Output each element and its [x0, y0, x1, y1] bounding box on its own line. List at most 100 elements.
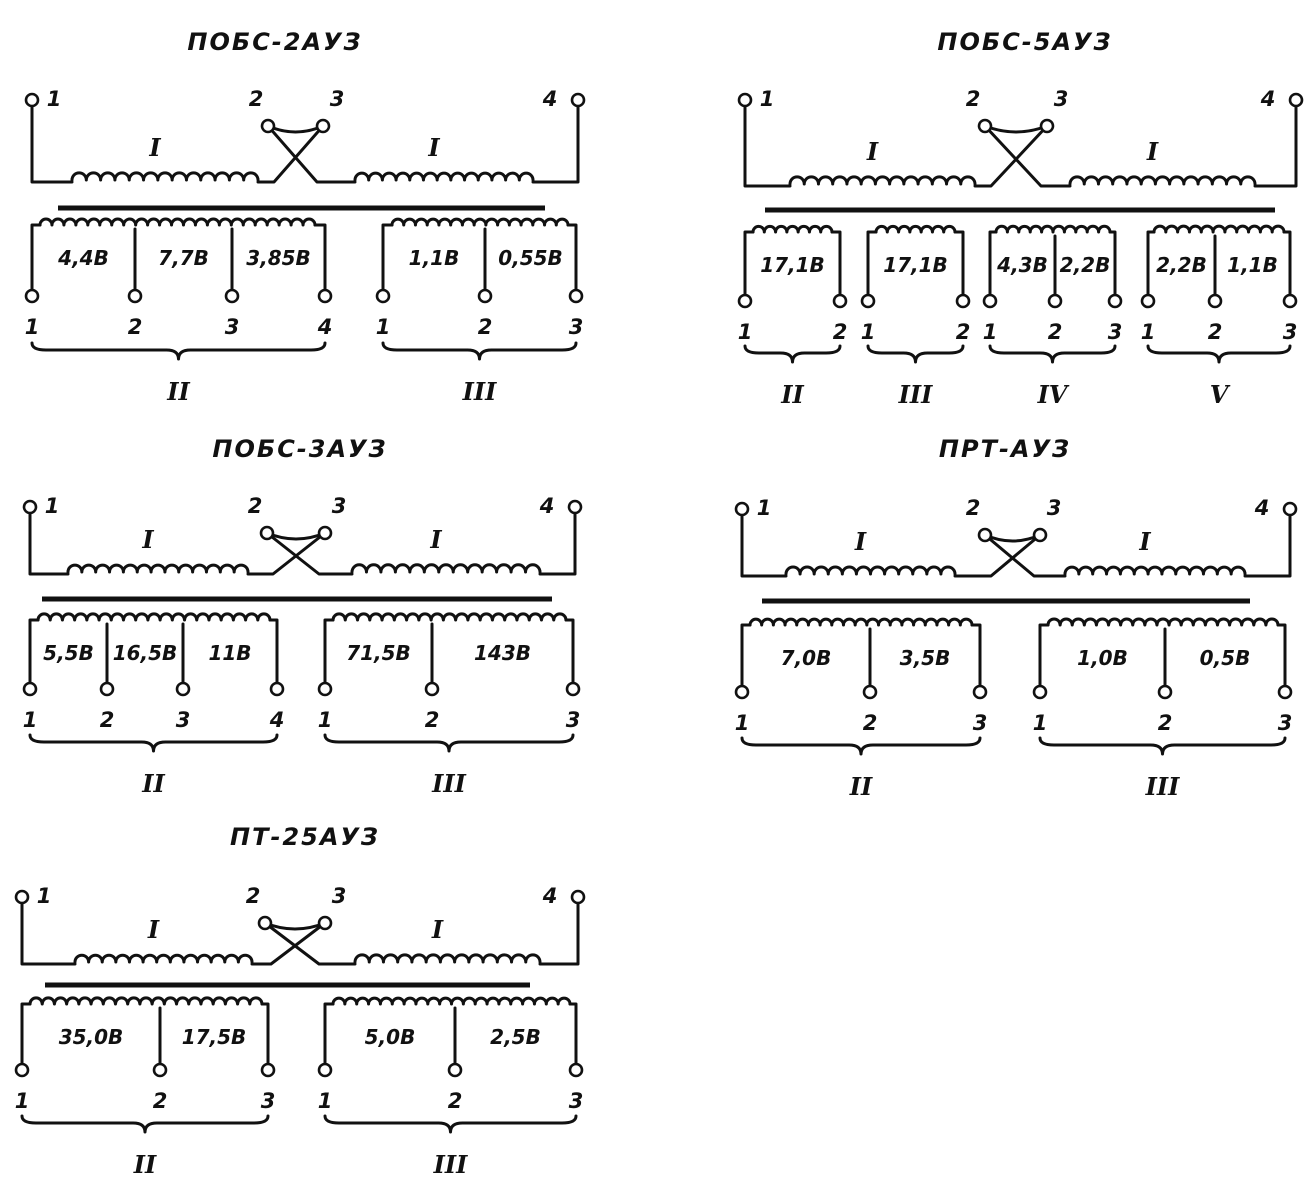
terminal-pin: [424, 681, 440, 697]
terminal-pin: [862, 684, 878, 700]
winding-brace: [866, 344, 965, 364]
terminal-pin: [14, 1062, 30, 1078]
secondary-terminal-label: 3: [569, 315, 584, 339]
winding-brace: [30, 341, 327, 361]
terminal-pin: [24, 288, 40, 304]
secondary-terminal-label: 3: [261, 1089, 276, 1113]
voltage-label: 17,1В: [760, 253, 825, 277]
crossover-line: [953, 533, 1042, 578]
primary-terminal-label: 2: [246, 884, 261, 908]
primary-terminal-label: 3: [1047, 496, 1062, 520]
secondary-terminal-label: 3: [1108, 320, 1123, 344]
primary-terminal-label: 2: [248, 494, 263, 518]
secondary-lead: [323, 1002, 335, 1065]
terminal-pin: [317, 1062, 333, 1078]
secondary-lead: [1038, 623, 1050, 687]
terminal-pin: [257, 915, 273, 931]
terminal-pin: [977, 527, 993, 543]
winding-brace: [988, 344, 1117, 364]
primary-terminal-label: 3: [332, 884, 347, 908]
winding-brace: [323, 1114, 578, 1134]
secondary-lead: [564, 618, 575, 684]
terminal-pin: [317, 915, 333, 931]
terminal-pin: [317, 525, 333, 541]
crossover-line: [250, 921, 327, 966]
winding-label: I: [429, 525, 442, 554]
terminal-pin: [734, 684, 750, 700]
terminal-pin: [1282, 293, 1298, 309]
primary-lead-left: [740, 513, 788, 578]
secondary-coil: [751, 224, 834, 234]
secondary-terminal-label: 2: [448, 1089, 463, 1113]
primary-terminal-label: 4: [539, 494, 555, 518]
winding-label: V: [1210, 380, 1231, 409]
secondary-terminal-label: 3: [973, 711, 988, 735]
winding-label: I: [854, 527, 867, 556]
diagram-title: ПРТ-АУЗ: [939, 435, 1071, 463]
winding-brace: [1146, 344, 1292, 364]
terminal-pin: [317, 681, 333, 697]
voltage-label: 0,5В: [1200, 646, 1251, 670]
primary-lead-left: [743, 104, 792, 188]
voltage-label: 143В: [474, 641, 531, 665]
primary-coil-left: [788, 175, 977, 186]
primary-terminal-label: 4: [1260, 87, 1276, 111]
terminal-pin: [22, 499, 38, 515]
primary-terminal-label: 3: [332, 494, 347, 518]
terminal-pin: [260, 118, 276, 134]
terminal-pin: [24, 92, 40, 108]
primary-terminal-label: 1: [45, 494, 60, 518]
voltage-label: 2,5В: [490, 1025, 541, 1049]
secondary-lead: [30, 223, 42, 291]
primary-coil-right: [353, 171, 535, 182]
secondary-lead: [28, 618, 40, 684]
primary-coil-right: [1068, 175, 1257, 186]
terminal-pin: [1157, 684, 1173, 700]
secondary-terminal-label: 4: [317, 315, 333, 339]
terminal-pin: [99, 681, 115, 697]
secondary-coil: [36, 612, 272, 622]
winding-label: I: [866, 137, 879, 166]
winding-label: I: [431, 915, 444, 944]
crossover-line: [256, 124, 325, 184]
secondary-coil: [331, 996, 572, 1006]
terminal-pin: [22, 681, 38, 697]
secondary-terminal-label: 3: [1283, 320, 1298, 344]
primary-coil-left: [70, 171, 260, 182]
terminal-pin: [224, 288, 240, 304]
winding-label: I: [147, 915, 160, 944]
terminal-pin: [1032, 684, 1048, 700]
winding-brace: [381, 341, 578, 361]
secondary-lead: [953, 230, 965, 296]
winding-label: I: [148, 133, 161, 162]
crossover-line: [266, 124, 357, 184]
secondary-lead: [970, 623, 982, 687]
winding-label: I: [427, 133, 440, 162]
terminal-pin: [977, 118, 993, 134]
voltage-label: 4,4В: [57, 246, 109, 270]
secondary-coil: [28, 996, 264, 1006]
secondary-terminal-label: 2: [100, 708, 115, 732]
terminal-pin: [737, 293, 753, 309]
primary-coil-left: [73, 953, 254, 964]
secondary-terminal-label: 2: [956, 320, 971, 344]
secondary-terminal-label: 2: [425, 708, 440, 732]
terminal-pin: [175, 681, 191, 697]
terminal-pin: [568, 1062, 584, 1078]
secondary-coil: [874, 224, 957, 234]
secondary-terminal-label: 3: [566, 708, 581, 732]
secondary-terminal-label: 1: [1033, 711, 1048, 735]
terminal-pin: [1032, 527, 1048, 543]
winding-label: I: [141, 525, 154, 554]
primary-lead-left: [20, 901, 77, 966]
primary-terminal-label: 4: [542, 884, 558, 908]
primary-coil-left: [66, 563, 250, 574]
terminal-pin: [565, 681, 581, 697]
primary-terminal-label: 4: [1254, 496, 1270, 520]
winding-label: II: [166, 377, 190, 406]
winding-brace: [1038, 736, 1287, 756]
